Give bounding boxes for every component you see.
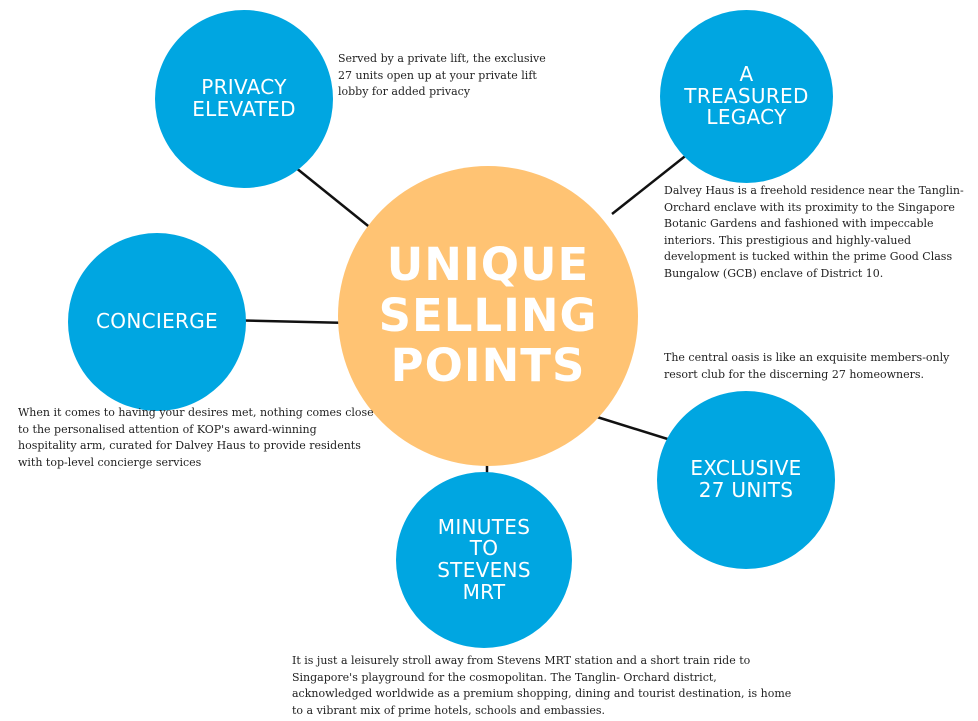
- treasured-legacy-description: Dalvey Haus is a freehold residence near…: [664, 184, 964, 280]
- treasured-legacy-circle: A TREASURED LEGACY: [660, 10, 833, 183]
- privacy-elevated-title: PRIVACY ELEVATED: [192, 75, 296, 121]
- exclusive-units-title: EXCLUSIVE 27 UNITS: [690, 456, 802, 502]
- center-title: UNIQUE SELLING POINTS: [378, 238, 598, 393]
- concierge-description: When it comes to having your desires met…: [18, 406, 374, 469]
- privacy-elevated-circle: PRIVACY ELEVATED: [155, 10, 333, 188]
- concierge-title: CONCIERGE: [96, 309, 218, 334]
- exclusive-units-circle: EXCLUSIVE 27 UNITS: [657, 391, 835, 569]
- privacy-elevated-description: Served by a private lift, the exclusive …: [338, 52, 546, 98]
- center-circle: UNIQUE SELLING POINTS: [338, 166, 638, 466]
- concierge-circle: CONCIERGE: [68, 233, 246, 411]
- exclusive-units-description: The central oasis is like an exquisite m…: [664, 351, 950, 381]
- stevens-mrt-description: It is just a leisurely stroll away from …: [292, 654, 792, 717]
- stevens-mrt-circle: MINUTES TO STEVENS MRT: [396, 472, 572, 648]
- treasured-legacy-title: A TREASURED LEGACY: [684, 62, 809, 130]
- stevens-mrt-title: MINUTES TO STEVENS MRT: [437, 514, 531, 604]
